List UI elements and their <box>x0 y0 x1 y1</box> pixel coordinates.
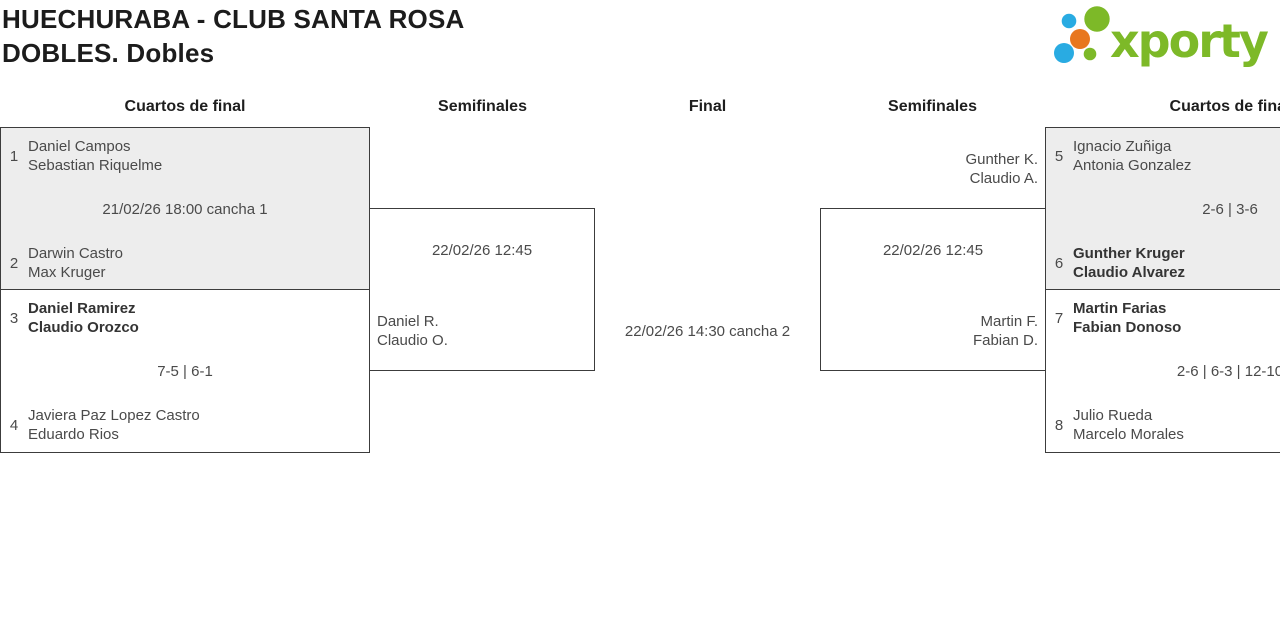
round-header-semifinals-right: Semifinales <box>888 98 977 115</box>
player-name: Fabian Donoso <box>1073 319 1182 336</box>
seed-4: 4 <box>9 417 19 434</box>
logo-wordmark: xporty <box>1110 14 1269 68</box>
player-name: Max Kruger <box>28 264 106 281</box>
player-name: Marcelo Morales <box>1073 426 1184 443</box>
player-name: Claudio Alvarez <box>1073 264 1185 281</box>
player-name: Eduardo Rios <box>28 426 119 443</box>
seed-1: 1 <box>9 148 19 165</box>
team-sf-left-bottom[interactable]: Daniel R. Claudio O. <box>377 312 448 350</box>
tournament-title: HUECHURABA - CLUB SANTA ROSA <box>2 4 465 34</box>
seed-3: 3 <box>9 310 19 327</box>
team-sf-right-top[interactable]: Gunther K. Claudio A. <box>965 150 1038 188</box>
team-qf1-top[interactable]: Daniel Campos Sebastian Riquelme <box>28 137 162 175</box>
player-name: Claudio Orozco <box>28 319 139 336</box>
player-name: Daniel R. <box>377 313 439 330</box>
player-name: Julio Rueda <box>1073 407 1153 424</box>
player-name: Sebastian Riquelme <box>28 157 163 174</box>
round-header-semifinals-left: Semifinales <box>438 98 527 115</box>
player-name: Antonia Gonzalez <box>1073 157 1192 174</box>
match-qf3-score: 2-6 | 3-6 <box>1202 201 1258 218</box>
player-name: Darwin Castro <box>28 245 124 262</box>
player-name: Claudio O. <box>377 332 448 349</box>
xporty-logo[interactable]: xporty <box>1048 2 1280 72</box>
match-qf4[interactable]: 7 Martin Farias Fabian Donoso 2-6 | 6-3 … <box>1045 289 1280 453</box>
match-qf4-score: 2-6 | 6-3 | 12-10 <box>1176 363 1280 380</box>
player-name: Martin Farias <box>1073 300 1167 317</box>
seed-6: 6 <box>1054 255 1064 272</box>
seed-5: 5 <box>1054 148 1064 165</box>
seed-8: 8 <box>1054 417 1064 434</box>
team-qf1-bottom[interactable]: Darwin Castro Max Kruger <box>28 244 123 282</box>
team-sf-right-bottom[interactable]: Martin F. Fabian D. <box>973 312 1038 350</box>
match-final[interactable]: 22/02/26 14:30 cancha 2 <box>595 322 820 341</box>
player-name: Daniel Ramirez <box>28 300 136 317</box>
team-qf3-bottom[interactable]: Gunther Kruger Claudio Alvarez <box>1073 244 1185 282</box>
category-title: DOBLES. Dobles <box>2 38 215 68</box>
team-qf3-top[interactable]: Ignacio Zuñiga Antonia Gonzalez <box>1073 137 1191 175</box>
seed-7: 7 <box>1054 310 1064 327</box>
player-name: Martin F. <box>980 313 1038 330</box>
player-name: Ignacio Zuñiga <box>1073 138 1172 155</box>
player-name: Fabian D. <box>972 332 1038 349</box>
round-header-quarterfinals-right: Cuartos de final <box>1169 98 1280 115</box>
player-name: Claudio A. <box>969 170 1038 187</box>
player-name: Javiera Paz Lopez Castro <box>28 407 200 424</box>
match-qf2[interactable]: 3 Daniel Ramirez Claudio Orozco 7-5 | 6-… <box>0 289 370 453</box>
logo-dots-icon <box>1054 6 1110 63</box>
team-qf2-bottom[interactable]: Javiera Paz Lopez Castro Eduardo Rios <box>28 406 200 444</box>
match-sf-left-schedule: 22/02/26 12:45 <box>431 242 533 259</box>
round-header-quarterfinals-left: Cuartos de final <box>124 98 246 115</box>
player-name: Gunther K. <box>965 151 1038 168</box>
page-title: HUECHURABA - CLUB SANTA ROSA DOBLES. Dob… <box>2 2 465 70</box>
match-qf1[interactable]: 1 Daniel Campos Sebastian Riquelme 21/02… <box>0 127 370 290</box>
team-qf4-bottom[interactable]: Julio Rueda Marcelo Morales <box>1073 406 1184 444</box>
match-qf3[interactable]: 5 Ignacio Zuñiga Antonia Gonzalez 2-6 | … <box>1045 127 1280 290</box>
seed-2: 2 <box>9 255 19 272</box>
match-sf-right[interactable]: Gunther K. Claudio A. 22/02/26 12:45 Mar… <box>820 151 1046 371</box>
team-qf4-top[interactable]: Martin Farias Fabian Donoso <box>1073 299 1181 337</box>
team-qf2-top[interactable]: Daniel Ramirez Claudio Orozco <box>28 299 139 337</box>
match-sf-left[interactable]: 22/02/26 12:45 Daniel R. Claudio O. <box>369 208 595 371</box>
player-name: Gunther Kruger <box>1073 245 1185 262</box>
player-name: Daniel Campos <box>28 138 131 155</box>
match-qf1-schedule: 21/02/26 18:00 cancha 1 <box>102 201 268 218</box>
match-qf2-score: 7-5 | 6-1 <box>157 363 213 380</box>
match-sf-right-schedule: 22/02/26 12:45 <box>882 242 984 259</box>
round-header-final: Final <box>688 98 727 115</box>
match-final-schedule: 22/02/26 14:30 cancha 2 <box>624 323 791 340</box>
